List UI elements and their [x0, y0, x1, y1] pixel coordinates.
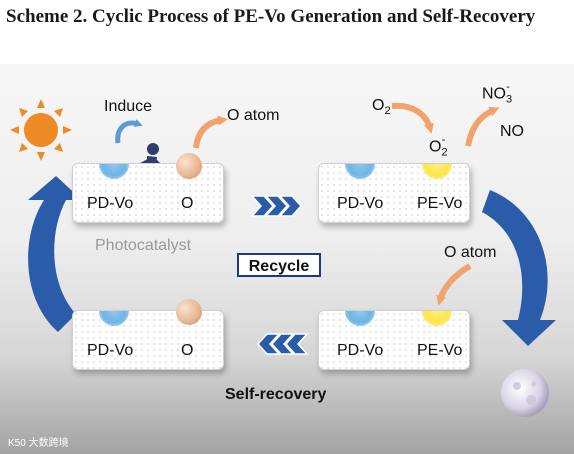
o-atom-label-bottom: O atom [444, 244, 497, 261]
pd-vo-label: PD-Vo [87, 195, 134, 212]
induce-label: Induce [104, 98, 153, 115]
o2-reduction-arrow-icon [391, 102, 434, 134]
oxygen-vacancy-pd [99, 164, 129, 179]
no-label: NO [500, 123, 524, 140]
oxygen-atom [176, 153, 202, 179]
photocatalyst-label: Photocatalyst [95, 237, 192, 254]
oxygen-vacancy-pd [345, 164, 375, 179]
sun-icon [10, 99, 72, 161]
photocatalyst-box-induce: PD-Vo O [72, 163, 224, 223]
no-oxidation-arrow-icon [465, 106, 500, 147]
o2-label: O2 [372, 97, 391, 118]
o-atom-label-top: O atom [227, 107, 280, 124]
recycle-label: Recycle [237, 253, 321, 277]
oxygen-atom [176, 299, 202, 325]
oxygen-vacancy-pe [422, 164, 452, 179]
oxygen-vacancy-pd [99, 311, 129, 326]
curved-arrow-icon [482, 190, 556, 346]
watermark: K50 大数跨境 [8, 438, 69, 449]
curved-arrow-icon [28, 176, 82, 332]
photocatalyst-box-refill: PD-Vo PE-Vo [318, 310, 470, 370]
superoxide-label: O2- [429, 134, 448, 159]
moon-icon [501, 369, 549, 417]
pd-vo-label: PD-Vo [87, 342, 134, 359]
self-recovery-label: Self-recovery [225, 386, 327, 403]
o-label: O [181, 195, 194, 212]
o-atom-refill-arrow-icon [436, 263, 472, 306]
induce-arrow-icon [115, 119, 143, 144]
o-label: O [181, 342, 194, 359]
scheme-title: Scheme 2. Cyclic Process of PE-Vo Genera… [6, 6, 536, 27]
photocatalyst-box-recovered: PD-Vo O [72, 310, 224, 370]
oxygen-vacancy-pe [422, 311, 452, 326]
photocatalyst-box-pe-vo: PD-Vo PE-Vo [318, 163, 470, 223]
chevron-arrow-icon [250, 195, 303, 217]
pd-vo-label: PD-Vo [337, 195, 384, 212]
o-atom-release-arrow-icon [193, 115, 228, 149]
pe-vo-label: PE-Vo [417, 342, 463, 359]
chevron-arrow-icon [256, 333, 309, 355]
nitrate-label: NO3- [482, 81, 513, 106]
pe-vo-label: PE-Vo [417, 195, 463, 212]
pd-vo-label: PD-Vo [337, 342, 384, 359]
oxygen-vacancy-pd [345, 311, 375, 326]
